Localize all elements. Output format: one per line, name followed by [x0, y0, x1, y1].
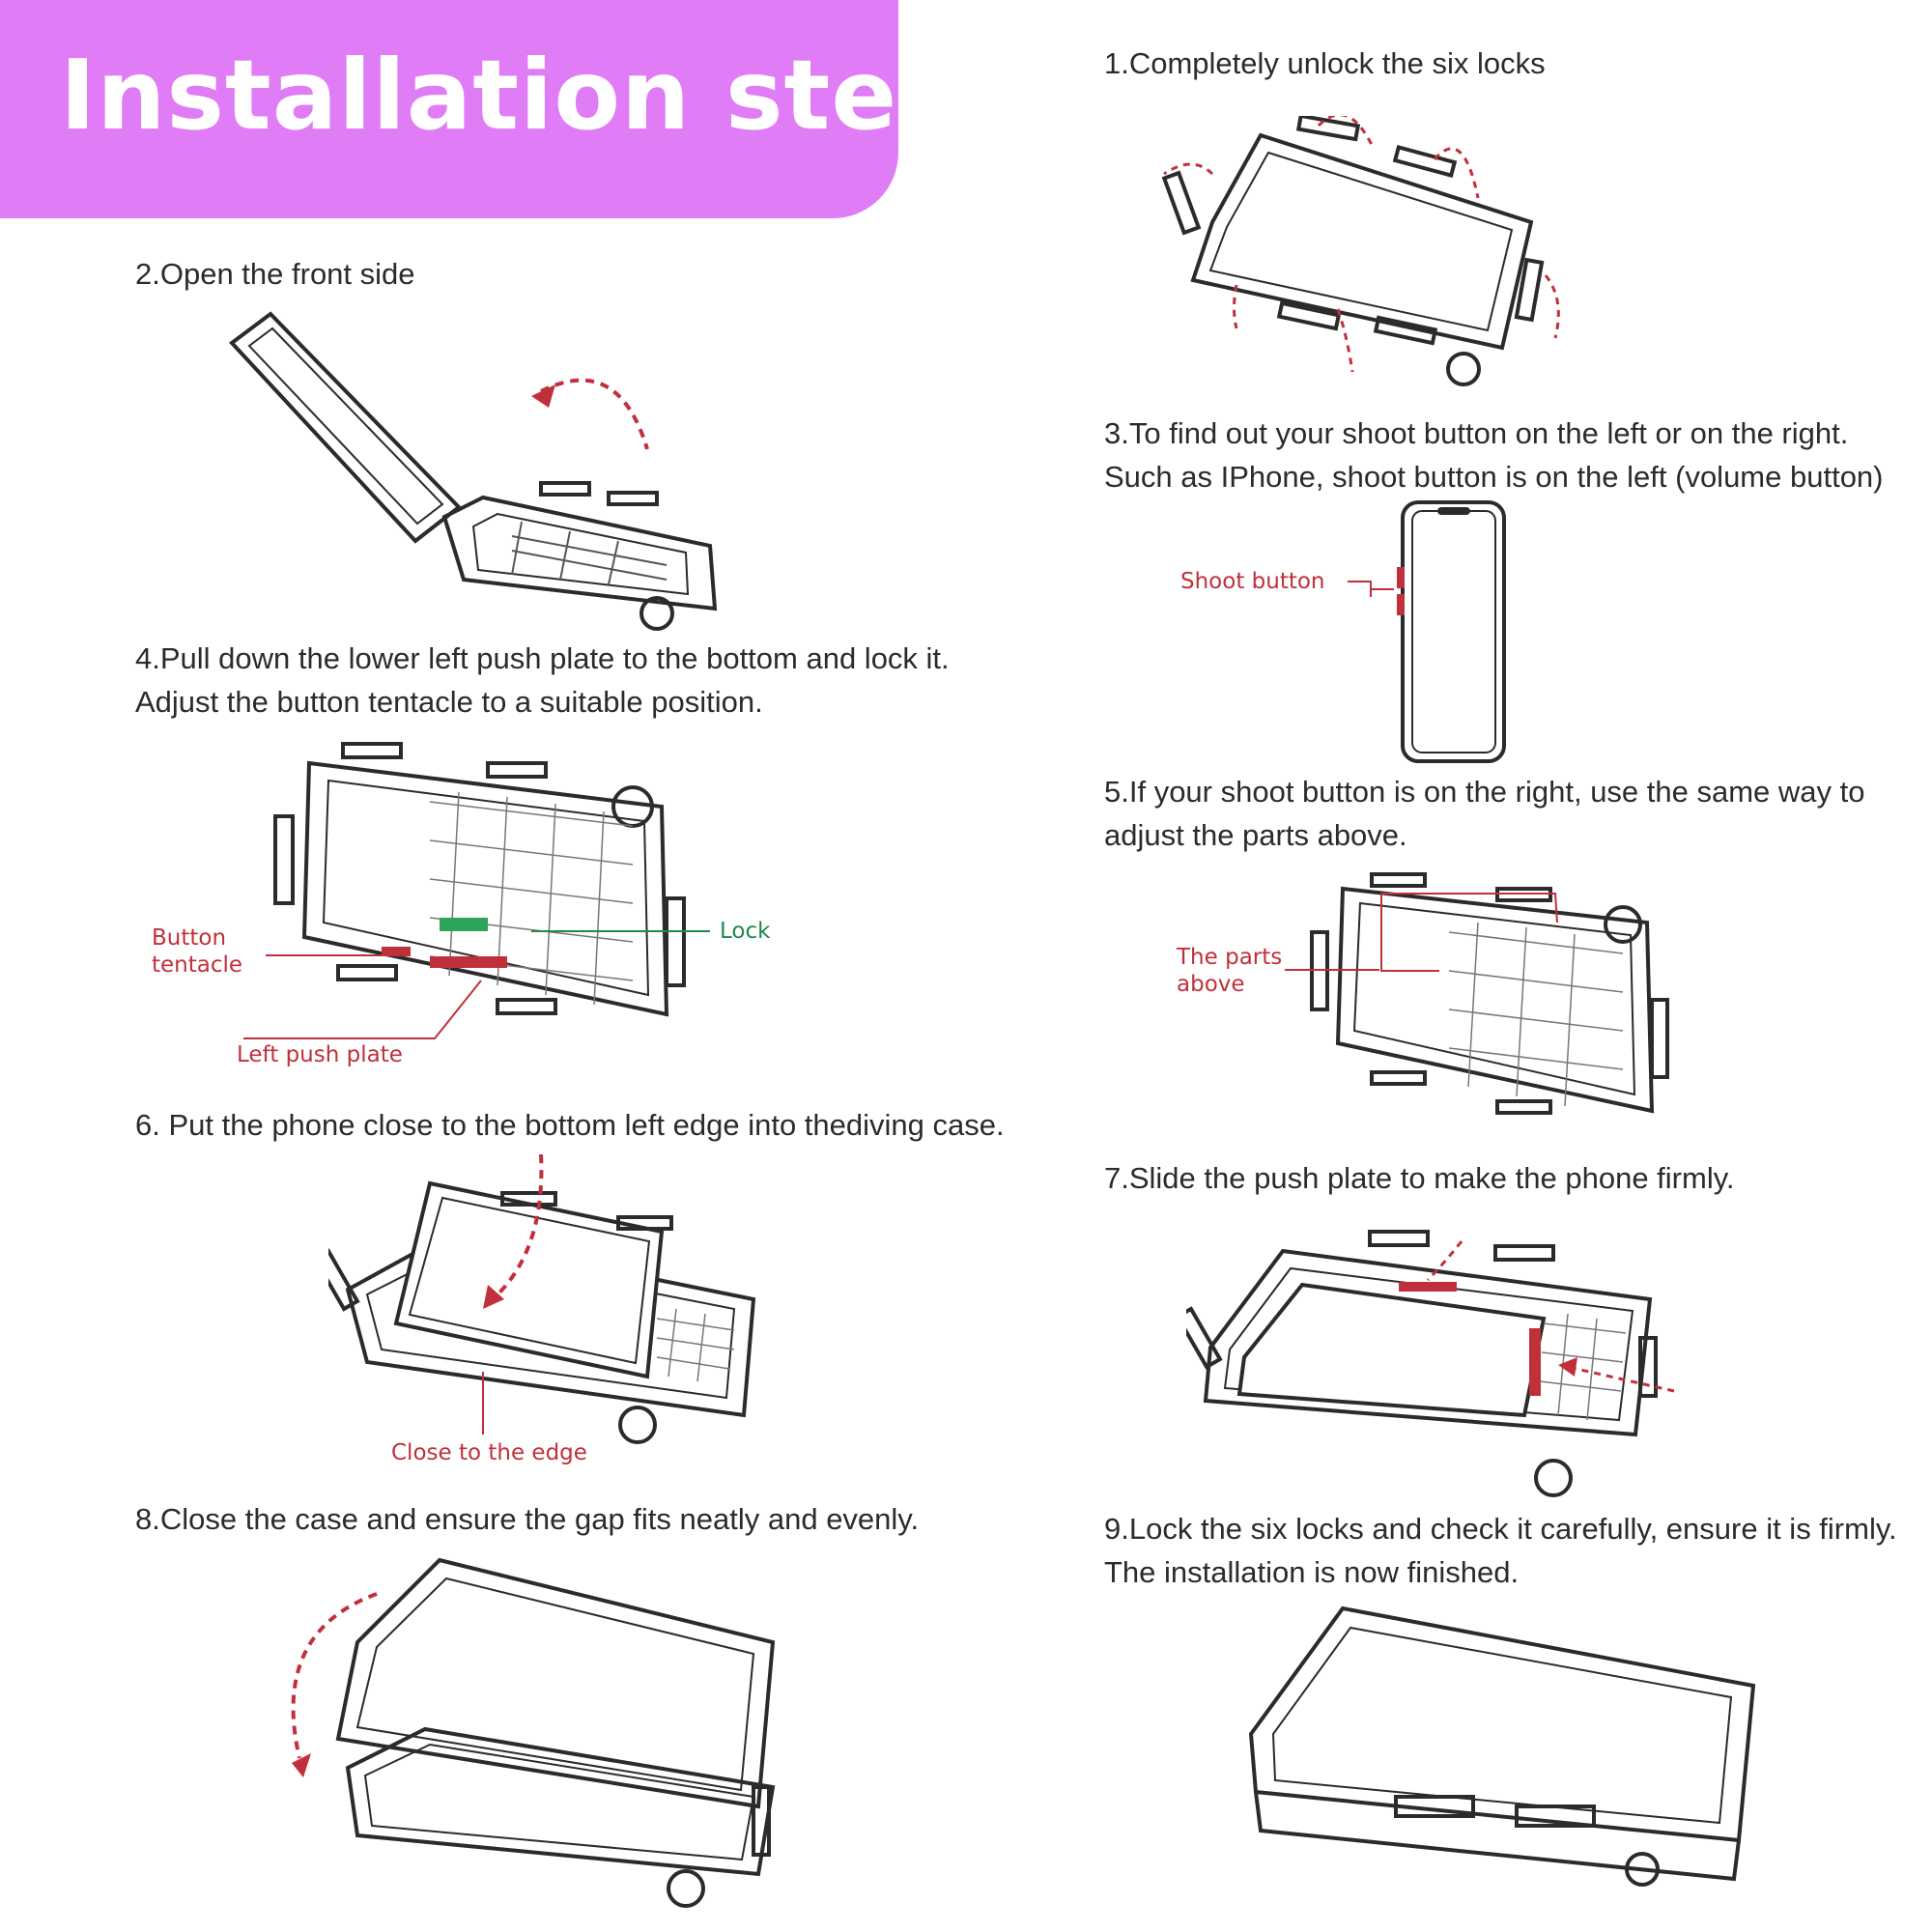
- step-1-illustration: [1154, 116, 1570, 396]
- shoot-button-label: Shoot button: [1180, 569, 1325, 594]
- step-8-illustration: [270, 1555, 792, 1922]
- step-3-text: 3.To find out your shoot button on the l…: [1104, 416, 1884, 494]
- step-7-illustration: [1186, 1222, 1689, 1502]
- shoot-button-leader: [1348, 580, 1396, 599]
- close-to-edge-label: Close to the edge: [391, 1440, 587, 1465]
- step-8-text: 8.Close the case and ensure the gap fits…: [135, 1502, 920, 1536]
- parts-above-label: The parts above: [1177, 945, 1283, 997]
- step-6-illustration: [328, 1145, 773, 1463]
- button-tentacle-leader: [266, 952, 391, 961]
- step-1-text: 1.Completely unlock the six locks: [1104, 46, 1546, 80]
- parts-above-leader: [1285, 966, 1381, 976]
- step-5-text: 5.If your shoot button is on the right, …: [1104, 775, 1865, 852]
- step-5-illustration: [1304, 865, 1671, 1145]
- lock-leader: [531, 927, 715, 937]
- header-banner: Installation steps: [0, 0, 1025, 218]
- step-9-text: 9.Lock the six locks and check it carefu…: [1104, 1512, 1897, 1589]
- step-4-text: 4.Pull down the lower left push plate to…: [135, 641, 950, 719]
- button-tentacle-label: Button tentacle: [152, 925, 243, 978]
- step-4-illustration: [266, 734, 691, 1053]
- step-2-text: 2.Open the front side: [135, 257, 415, 291]
- step-2-illustration: [222, 299, 724, 638]
- page-title: Installation steps: [60, 39, 1027, 152]
- step-3-phone-illustration: [1391, 497, 1517, 768]
- left-push-plate-label: Left push plate: [237, 1042, 403, 1067]
- left-push-plate-leader: [242, 976, 493, 1043]
- lock-label: Lock: [720, 919, 771, 944]
- step-6-text: 6. Put the phone close to the bottom lef…: [135, 1108, 1005, 1142]
- step-7-text: 7.Slide the push plate to make the phone…: [1104, 1161, 1735, 1195]
- step-9-illustration: [1246, 1599, 1758, 1889]
